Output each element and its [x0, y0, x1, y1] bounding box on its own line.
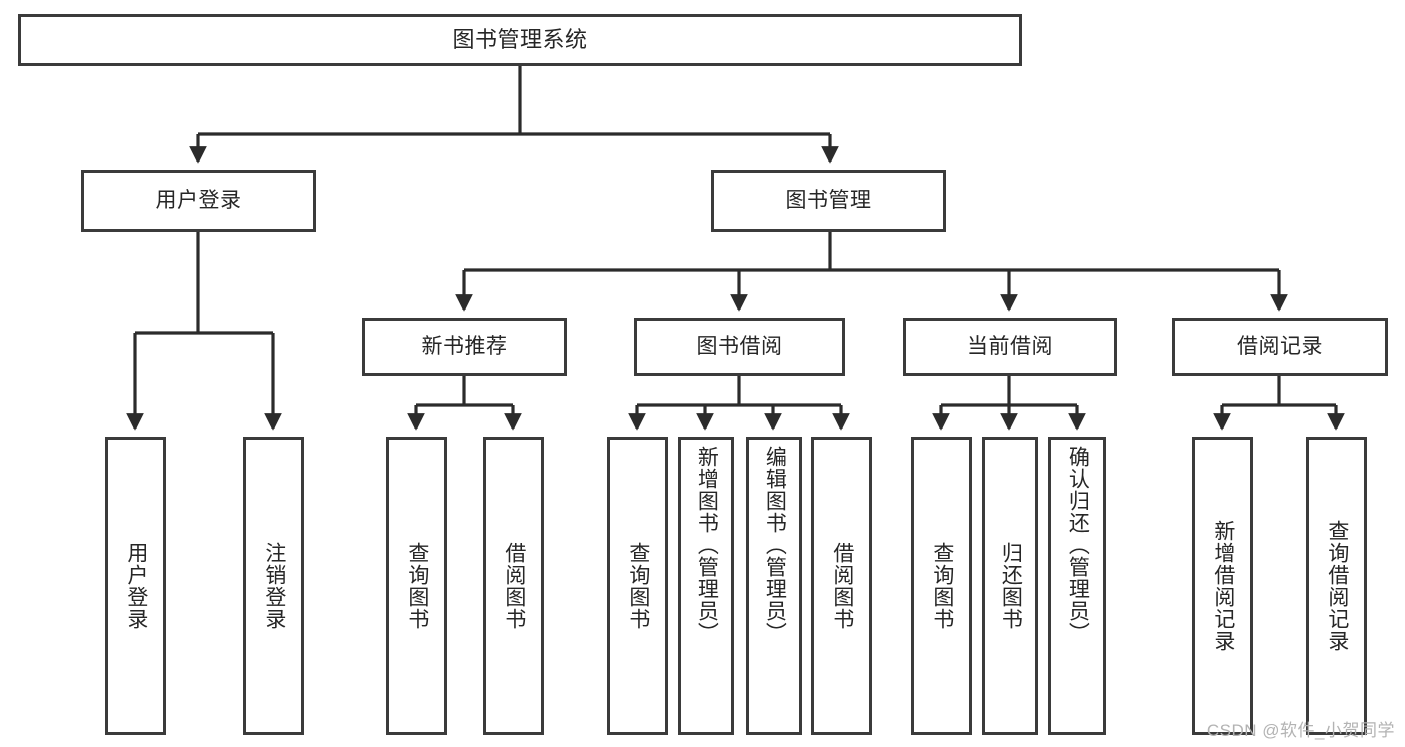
- leaf-edit-book-admin-label: 编辑图书（管理员）: [763, 446, 787, 644]
- leaf-add-book-admin-label: 新增图书（管理员）: [695, 446, 719, 644]
- leaf-add-borrow-record-label: 新增借阅记录: [1211, 520, 1235, 652]
- leaf-query-book-2-label: 查询图书: [626, 542, 650, 630]
- leaf-borrow-book-1-label: 借阅图书: [502, 542, 526, 630]
- watermark: CSDN @软件_小贺同学: [1206, 721, 1395, 740]
- node-book-borrow[interactable]: 图书借阅: [634, 318, 845, 376]
- leaf-return-book[interactable]: 归还图书: [982, 437, 1038, 735]
- leaf-query-borrow-record[interactable]: 查询借阅记录: [1306, 437, 1367, 735]
- node-current-borrow-label: 当前借阅: [967, 335, 1053, 359]
- leaf-return-book-label: 归还图书: [999, 542, 1023, 630]
- node-user-login-label: 用户登录: [155, 189, 242, 213]
- node-root[interactable]: 图书管理系统: [18, 14, 1022, 66]
- node-user-login[interactable]: 用户登录: [81, 170, 316, 232]
- node-book-borrow-label: 图书借阅: [696, 335, 783, 359]
- leaf-user-login[interactable]: 用户登录: [105, 437, 166, 735]
- leaf-query-book-1-label: 查询图书: [405, 542, 429, 630]
- leaf-query-borrow-record-label: 查询借阅记录: [1325, 520, 1349, 652]
- leaf-logout-login-label: 注销登录: [262, 542, 286, 630]
- leaf-confirm-return-admin-label: 确认归还（管理员）: [1066, 446, 1090, 644]
- node-new-book-recommend[interactable]: 新书推荐: [362, 318, 567, 376]
- leaf-query-book-2[interactable]: 查询图书: [607, 437, 668, 735]
- node-borrow-record[interactable]: 借阅记录: [1172, 318, 1388, 376]
- leaf-borrow-book-2[interactable]: 借阅图书: [811, 437, 872, 735]
- node-book-management[interactable]: 图书管理: [711, 170, 946, 232]
- leaf-user-login-label: 用户登录: [124, 542, 148, 630]
- node-current-borrow[interactable]: 当前借阅: [903, 318, 1117, 376]
- leaf-edit-book-admin[interactable]: 编辑图书（管理员）: [746, 437, 802, 735]
- leaf-confirm-return-admin[interactable]: 确认归还（管理员）: [1048, 437, 1106, 735]
- leaf-borrow-book-1[interactable]: 借阅图书: [483, 437, 544, 735]
- leaf-logout-login[interactable]: 注销登录: [243, 437, 304, 735]
- leaf-borrow-book-2-label: 借阅图书: [830, 542, 854, 630]
- node-borrow-record-label: 借阅记录: [1237, 335, 1323, 359]
- leaf-query-book-1[interactable]: 查询图书: [386, 437, 447, 735]
- leaf-add-borrow-record[interactable]: 新增借阅记录: [1192, 437, 1253, 735]
- leaf-query-book-3[interactable]: 查询图书: [911, 437, 972, 735]
- leaf-add-book-admin[interactable]: 新增图书（管理员）: [678, 437, 734, 735]
- node-book-management-label: 图书管理: [785, 189, 872, 213]
- leaf-query-book-3-label: 查询图书: [930, 542, 954, 630]
- node-root-label: 图书管理系统: [452, 26, 588, 52]
- node-new-book-recommend-label: 新书推荐: [421, 335, 508, 359]
